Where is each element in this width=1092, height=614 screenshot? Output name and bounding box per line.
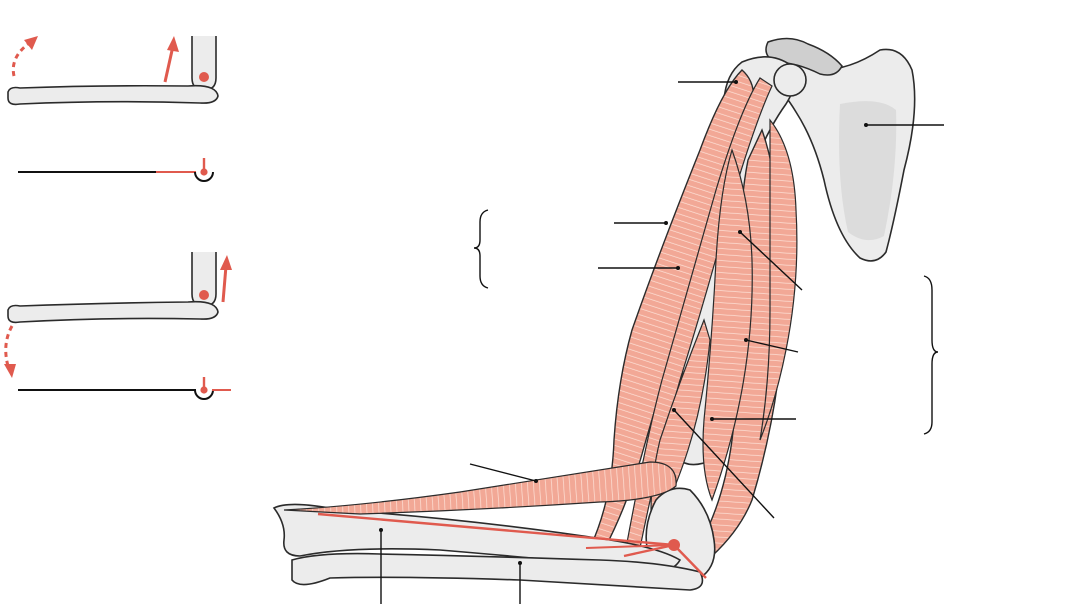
flexion-arrow-icon	[167, 36, 179, 52]
leader-lines	[379, 80, 944, 604]
forearm-lever-line	[317, 512, 675, 547]
brachioradialis-muscle	[283, 461, 677, 515]
flexion-schematic	[7, 36, 219, 106]
extension-lever-line	[18, 377, 231, 400]
extensor-group-brace	[923, 275, 939, 435]
elbow-pivot-icon	[668, 539, 680, 551]
flexion-lever-line	[18, 158, 214, 182]
rotation-arrow-icon	[11, 42, 29, 77]
rotation-arrow-icon	[4, 325, 14, 367]
pivot-joint-icon	[199, 290, 209, 300]
pivot-joint-icon	[199, 72, 209, 82]
extension-arrow-icon	[220, 255, 232, 270]
schematic-forearm-upper	[7, 84, 219, 106]
flexor-group-brace	[473, 209, 489, 289]
extension-schematic	[4, 252, 232, 378]
ulna-bone	[291, 552, 704, 591]
schematic-forearm-lower	[7, 300, 219, 324]
humeral-head	[773, 63, 807, 97]
